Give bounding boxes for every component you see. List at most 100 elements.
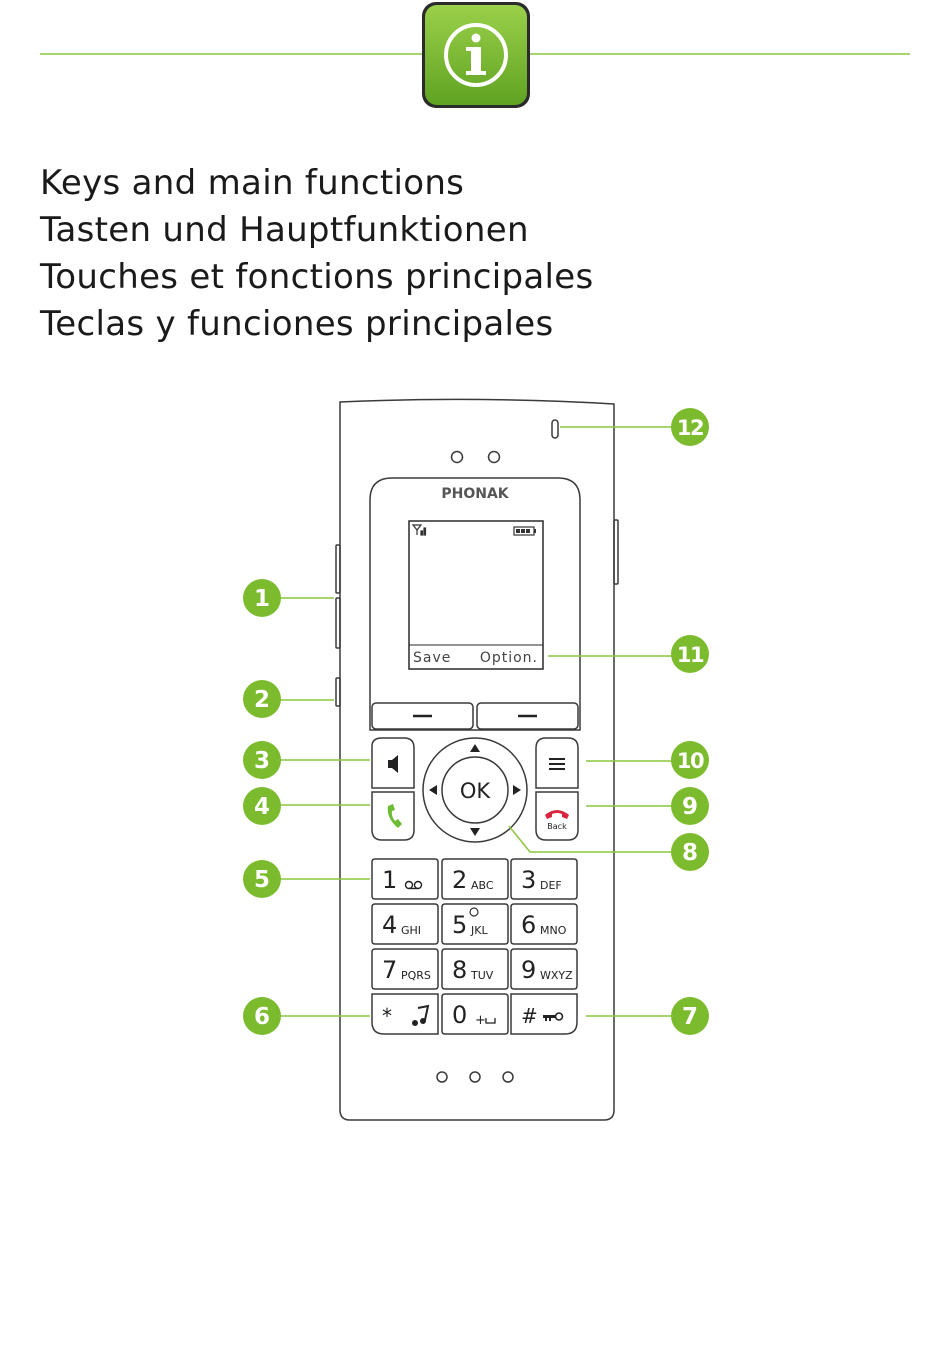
callout-number: 2 — [254, 687, 270, 713]
speaker-button[interactable] — [371, 737, 415, 789]
callout-leaders — [280, 426, 672, 1017]
callout-8: 8 — [671, 833, 709, 871]
keypad-digit: # — [521, 1004, 538, 1028]
keypad-digit: 3 — [521, 866, 536, 894]
callout-badge — [243, 997, 281, 1035]
keypad-digit: 9 — [521, 956, 536, 984]
keypad-letters: JKL — [470, 924, 488, 937]
callout-11: 11 — [671, 635, 709, 673]
battery-icon — [513, 526, 536, 536]
display: Save Option. — [408, 520, 544, 670]
tactile-dot-icon — [469, 907, 479, 917]
end-back-button[interactable]: Back — [535, 791, 579, 841]
callout-badge — [243, 787, 281, 825]
keypad-letters: ABC — [471, 879, 494, 892]
keypad-key-1[interactable]: 1 — [371, 858, 439, 900]
keypad-letters: TUV — [470, 969, 494, 982]
callout-badge — [671, 741, 709, 779]
keypad-key-frame[interactable] — [510, 948, 578, 990]
softkey-right-button[interactable] — [476, 702, 579, 730]
keypad-key-4[interactable]: 4 GHI — [371, 903, 439, 945]
softkey-right-label: Option. — [480, 650, 538, 666]
callout-badge — [243, 680, 281, 718]
callout-badge — [671, 997, 709, 1035]
callout-12: 12 — [671, 408, 709, 446]
ok-button[interactable]: OK — [441, 756, 509, 824]
callout-number: 1 — [254, 586, 270, 612]
back-label: Back — [547, 822, 567, 831]
call-button[interactable] — [371, 791, 415, 841]
callout-number: 3 — [254, 748, 270, 774]
softkey-left-label: Save — [413, 650, 451, 666]
softkey-left-button[interactable] — [371, 702, 474, 730]
keypad-key-frame[interactable] — [371, 948, 439, 990]
keypad-letters: GHI — [401, 924, 421, 937]
callout-9: 9 — [671, 787, 709, 825]
callout-badge — [671, 408, 709, 446]
keypad-key-frame[interactable] — [371, 903, 439, 945]
keypad-digit: 2 — [452, 866, 467, 894]
keypad-key-hash[interactable]: # — [510, 993, 578, 1035]
keypad-letters: + — [475, 1013, 486, 1028]
menu-button[interactable] — [535, 737, 579, 789]
keypad-key-star[interactable]: * — [371, 993, 439, 1035]
title-de: Tasten und Hauptfunktionen — [40, 210, 529, 250]
keypad-digit: 5 — [452, 911, 467, 939]
keypad-digit: 6 — [521, 911, 536, 939]
keypad-key-frame[interactable] — [441, 993, 509, 1035]
callout-number: 9 — [682, 794, 698, 820]
nav-down-arrow-icon[interactable] — [470, 828, 480, 836]
callout-number: 12 — [677, 416, 703, 440]
speaker-icon — [388, 755, 398, 773]
keypad-letters: DEF — [540, 879, 562, 892]
menu-icon — [549, 758, 565, 770]
callout-badge — [243, 741, 281, 779]
title-en: Keys and main functions — [40, 163, 465, 203]
keypad-digit: 4 — [382, 911, 397, 939]
title-es: Teclas y funciones principales — [40, 304, 554, 344]
info-icon — [422, 2, 530, 108]
voicemail-icon — [404, 880, 423, 890]
keypad-key-frame[interactable] — [441, 948, 509, 990]
keypad-key-frame[interactable] — [510, 903, 578, 945]
callout-number: 11 — [677, 643, 704, 667]
keypad-key-frame[interactable] — [371, 858, 439, 900]
space-icon — [485, 1018, 496, 1024]
brand-logo: PHONAK — [441, 486, 509, 502]
keypad-digit: 0 — [452, 1001, 467, 1029]
nav-left-arrow-icon[interactable] — [429, 785, 437, 795]
callout-10: 10 — [671, 741, 709, 779]
key-lock-icon — [543, 1012, 564, 1021]
hangup-red-icon — [545, 810, 569, 819]
callout-6: 6 — [243, 997, 281, 1035]
ringtone-note-icon — [412, 1004, 430, 1026]
callout-5: 5 — [243, 860, 281, 898]
keypad-key-0[interactable]: 0+ — [441, 993, 509, 1035]
nav-up-arrow-icon[interactable] — [470, 744, 480, 752]
keypad-key-3[interactable]: 3 DEF — [510, 858, 578, 900]
keypad-key-2[interactable]: 2 ABC — [441, 858, 509, 900]
keypad-key-frame[interactable] — [510, 858, 578, 900]
keypad-key-frame[interactable] — [441, 858, 509, 900]
keypad-key-frame[interactable] — [371, 993, 439, 1035]
nav-right-arrow-icon[interactable] — [513, 785, 521, 795]
keypad-key-frame[interactable] — [441, 903, 509, 945]
callout-number: 7 — [682, 1004, 698, 1030]
callout-2: 2 — [243, 680, 281, 718]
ok-label: OK — [460, 779, 492, 803]
callout-number: 6 — [254, 1004, 270, 1030]
callout-number: 4 — [254, 794, 270, 820]
callout-badge — [671, 635, 709, 673]
callout-number: 8 — [682, 840, 698, 866]
phone-green-icon — [387, 804, 402, 828]
keypad-digit: 7 — [382, 956, 397, 984]
keypad-key-frame[interactable] — [510, 993, 578, 1035]
